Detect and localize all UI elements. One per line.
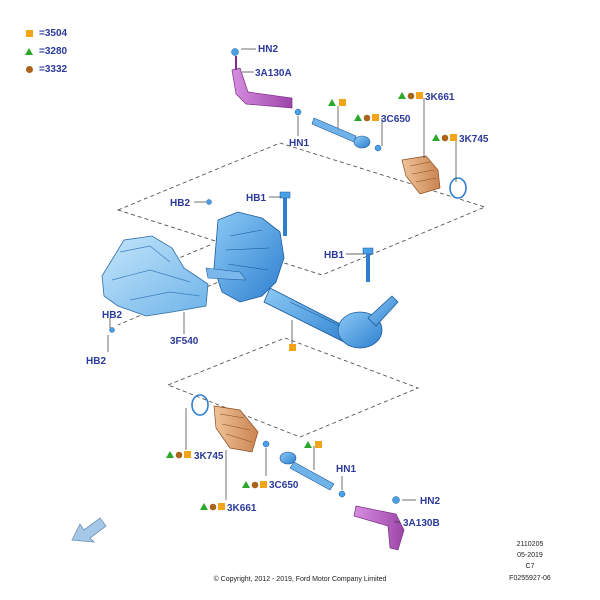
nut-hn1-part[interactable]	[294, 108, 302, 116]
inner-tie-rod-bottom-part[interactable]	[262, 440, 335, 491]
orange-square-icon	[25, 29, 33, 37]
copyright-text: © Copyright, 2012 - 2019, Ford Motor Com…	[214, 575, 387, 583]
boot-top-part[interactable]	[401, 155, 441, 195]
steering-gear-part[interactable]	[205, 211, 399, 349]
nut-hn1-part[interactable]	[338, 490, 346, 498]
inner-tie-rod-top-part[interactable]	[311, 117, 382, 152]
label-3k661-top: 3K661	[425, 92, 455, 103]
fastener-hb2-part[interactable]	[206, 199, 212, 205]
bolt-hb1-part[interactable]	[279, 191, 291, 236]
tie-rod-end-left-part[interactable]	[231, 48, 293, 109]
spec-markers	[166, 92, 457, 511]
label-hn1-top: HN1	[289, 138, 309, 149]
leader-line	[117, 276, 231, 326]
label-hb1-a: HB1	[246, 193, 266, 204]
label-hn2-top: HN2	[258, 44, 278, 55]
bolt-hb1-part[interactable]	[362, 247, 374, 282]
legend-text-3504: =3504	[39, 27, 68, 39]
label-3k745-top: 3K745	[459, 134, 489, 145]
boot-bottom-part[interactable]	[213, 405, 259, 453]
legend-row-3332: =3332	[22, 60, 67, 78]
heat-shield-part[interactable]	[101, 235, 209, 317]
ref-figure-id: F0255927-06	[509, 575, 551, 582]
label-hb1-b: HB1	[324, 250, 344, 261]
label-3a130a: 3A130A	[255, 68, 292, 79]
ref-number: 2110205	[517, 541, 544, 548]
legend-row-3280: =3280	[22, 42, 67, 60]
label-3a130b: 3A130B	[403, 518, 440, 529]
label-3k745-bottom: 3K745	[194, 451, 224, 462]
ref-code: C7	[526, 563, 535, 570]
ref-date: 05-2019	[517, 552, 543, 559]
label-3c650-top: 3C650	[381, 114, 411, 125]
label-hn1-bottom: HN1	[336, 464, 356, 475]
label-3k661-bottom: 3K661	[227, 503, 257, 514]
legend: =3504 =3280 =3332	[22, 24, 67, 78]
label-hb2-mid: HB2	[102, 310, 122, 321]
brown-circle-icon	[25, 65, 33, 73]
arrow-down-left-icon[interactable]	[71, 517, 107, 543]
clamp-ring-top-part[interactable]	[449, 177, 467, 199]
leader-lines	[107, 48, 457, 523]
legend-text-3280: =3280	[39, 45, 68, 57]
legend-text-3332: =3332	[39, 63, 68, 75]
fastener-hb2-part[interactable]	[109, 327, 115, 333]
tie-rod-end-right-part[interactable]	[353, 496, 405, 551]
green-triangle-icon	[25, 47, 33, 55]
legend-row-3504: =3504	[22, 24, 67, 42]
label-3c650-bottom: 3C650	[269, 480, 299, 491]
label-hn2-bottom: HN2	[420, 496, 440, 507]
label-hb2-low: HB2	[86, 356, 106, 367]
lower-dashed-plane	[166, 337, 420, 438]
label-hb2-top: HB2	[170, 198, 190, 209]
label-3f540: 3F540	[170, 336, 199, 347]
clamp-ring-bottom-part[interactable]	[191, 394, 209, 416]
